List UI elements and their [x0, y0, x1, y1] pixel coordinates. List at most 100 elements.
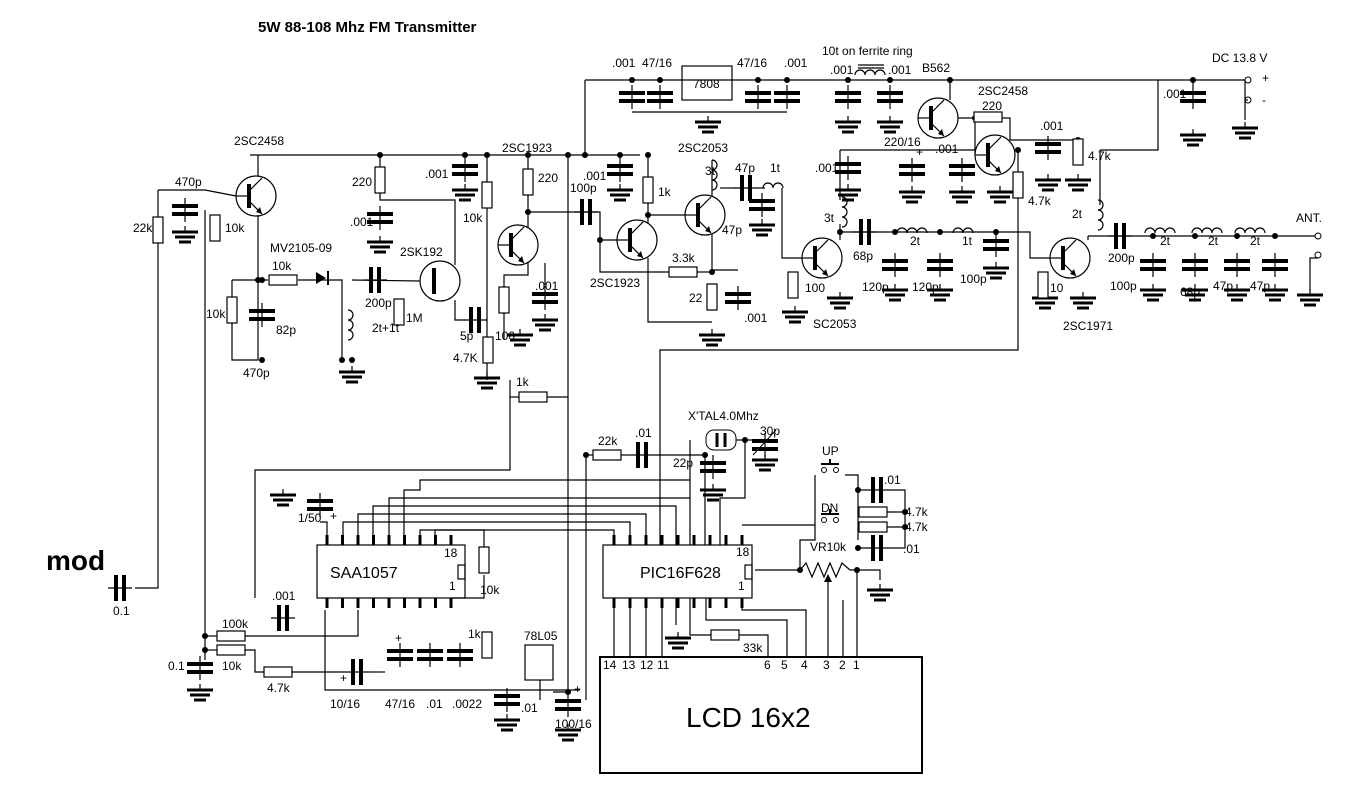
resistor	[518, 391, 548, 403]
ground-symbol	[555, 724, 581, 742]
capacitor	[983, 233, 1009, 257]
junction-dot	[937, 229, 943, 235]
capacitor	[877, 85, 903, 109]
resistor	[706, 283, 718, 311]
component-label: 100p	[1110, 279, 1137, 293]
resistor	[522, 168, 534, 196]
switch-contact	[821, 467, 827, 473]
component-label: 10k	[272, 259, 292, 273]
component-label: 4	[801, 658, 808, 672]
varactor-diode	[316, 271, 329, 285]
collector	[814, 239, 829, 254]
ground-symbol	[835, 116, 861, 134]
junction-dot	[742, 437, 748, 443]
resistor	[592, 449, 622, 461]
capacitor	[835, 85, 861, 109]
capacitor	[1180, 85, 1206, 109]
terminal	[1314, 232, 1322, 240]
capacitor	[607, 158, 633, 182]
wire	[1309, 257, 1318, 290]
wire	[324, 610, 580, 691]
capacitor	[532, 286, 558, 310]
junction-dot	[349, 357, 355, 363]
wire	[357, 513, 647, 545]
junction-dot	[462, 152, 468, 158]
resistor	[858, 506, 888, 518]
resistor-body	[481, 631, 493, 659]
ic-notch	[744, 564, 753, 580]
component-label: 10k	[225, 221, 245, 235]
capacitor	[835, 156, 861, 180]
junction-dot	[947, 77, 953, 83]
component-label: 1k	[658, 185, 672, 199]
capacitor	[882, 253, 908, 277]
fet-2sk192	[419, 260, 461, 302]
component-label: 200p	[365, 296, 392, 310]
resistor-body	[152, 216, 164, 244]
component-label: DC 13.8 V	[1212, 51, 1267, 65]
component-label: 18	[736, 545, 750, 559]
coil	[841, 196, 848, 228]
pic16f628-label: PIC16F628	[640, 565, 721, 582]
capacitor	[555, 693, 581, 717]
resistor	[478, 546, 490, 574]
component-label: 3.3k	[672, 251, 696, 265]
junction-dot	[709, 269, 715, 275]
wire	[845, 474, 859, 540]
collector	[510, 226, 525, 241]
wire	[298, 279, 343, 360]
regulator-7808	[681, 65, 733, 101]
component-label: DN	[821, 501, 838, 515]
component-label: 47p	[1250, 279, 1270, 293]
component-label: 4.7k	[267, 681, 291, 695]
inductor	[896, 227, 928, 234]
component-label: 1M	[406, 311, 423, 325]
junction-dot	[339, 357, 345, 363]
transistor	[974, 134, 1016, 176]
resistor-body	[522, 168, 534, 196]
resistor-body	[268, 274, 298, 286]
component-label: .01	[884, 473, 901, 487]
component-label: 2SC1923	[590, 276, 640, 290]
wire	[372, 505, 677, 545]
inductor	[711, 159, 718, 191]
component-label: 14	[603, 658, 617, 672]
junction-dot	[892, 229, 898, 235]
ground-symbol	[752, 454, 778, 472]
capacitor	[1108, 223, 1132, 249]
component-label: 2t+1t	[372, 321, 400, 335]
component-label: 11	[657, 658, 670, 672]
component-label: 68p	[853, 249, 873, 263]
resistor-body	[858, 506, 888, 518]
component-label: 4.7K	[453, 351, 478, 365]
capacitor	[363, 267, 387, 293]
junction-dot	[582, 152, 588, 158]
coil	[952, 227, 974, 234]
wire	[739, 634, 769, 657]
component-label: 2SC1971	[1063, 319, 1113, 333]
resistor	[498, 286, 510, 314]
capacitor	[494, 688, 520, 712]
ground-symbol	[1065, 174, 1091, 192]
component-label: 0.1	[113, 604, 130, 618]
emitter-arrow	[518, 256, 524, 263]
component-label: 220	[352, 175, 372, 189]
resistor-body	[710, 629, 740, 641]
capacitor	[463, 307, 487, 333]
crystal-4mhz	[705, 429, 737, 451]
resistor	[973, 111, 1003, 123]
capacitor	[734, 175, 758, 201]
resistor-body	[518, 391, 548, 403]
terminal	[1314, 251, 1322, 259]
component-label: 220	[982, 99, 1002, 113]
resistor	[216, 630, 246, 642]
junction-dot	[629, 77, 635, 83]
wire	[647, 258, 712, 323]
diode-triangle	[316, 272, 326, 284]
component-label: 120p	[912, 280, 939, 294]
component-label: 1k	[468, 627, 482, 641]
component-label: 470p	[175, 175, 202, 189]
ground-symbol	[532, 314, 558, 332]
ground-symbol	[899, 186, 925, 204]
component-label: 3t	[824, 211, 835, 225]
